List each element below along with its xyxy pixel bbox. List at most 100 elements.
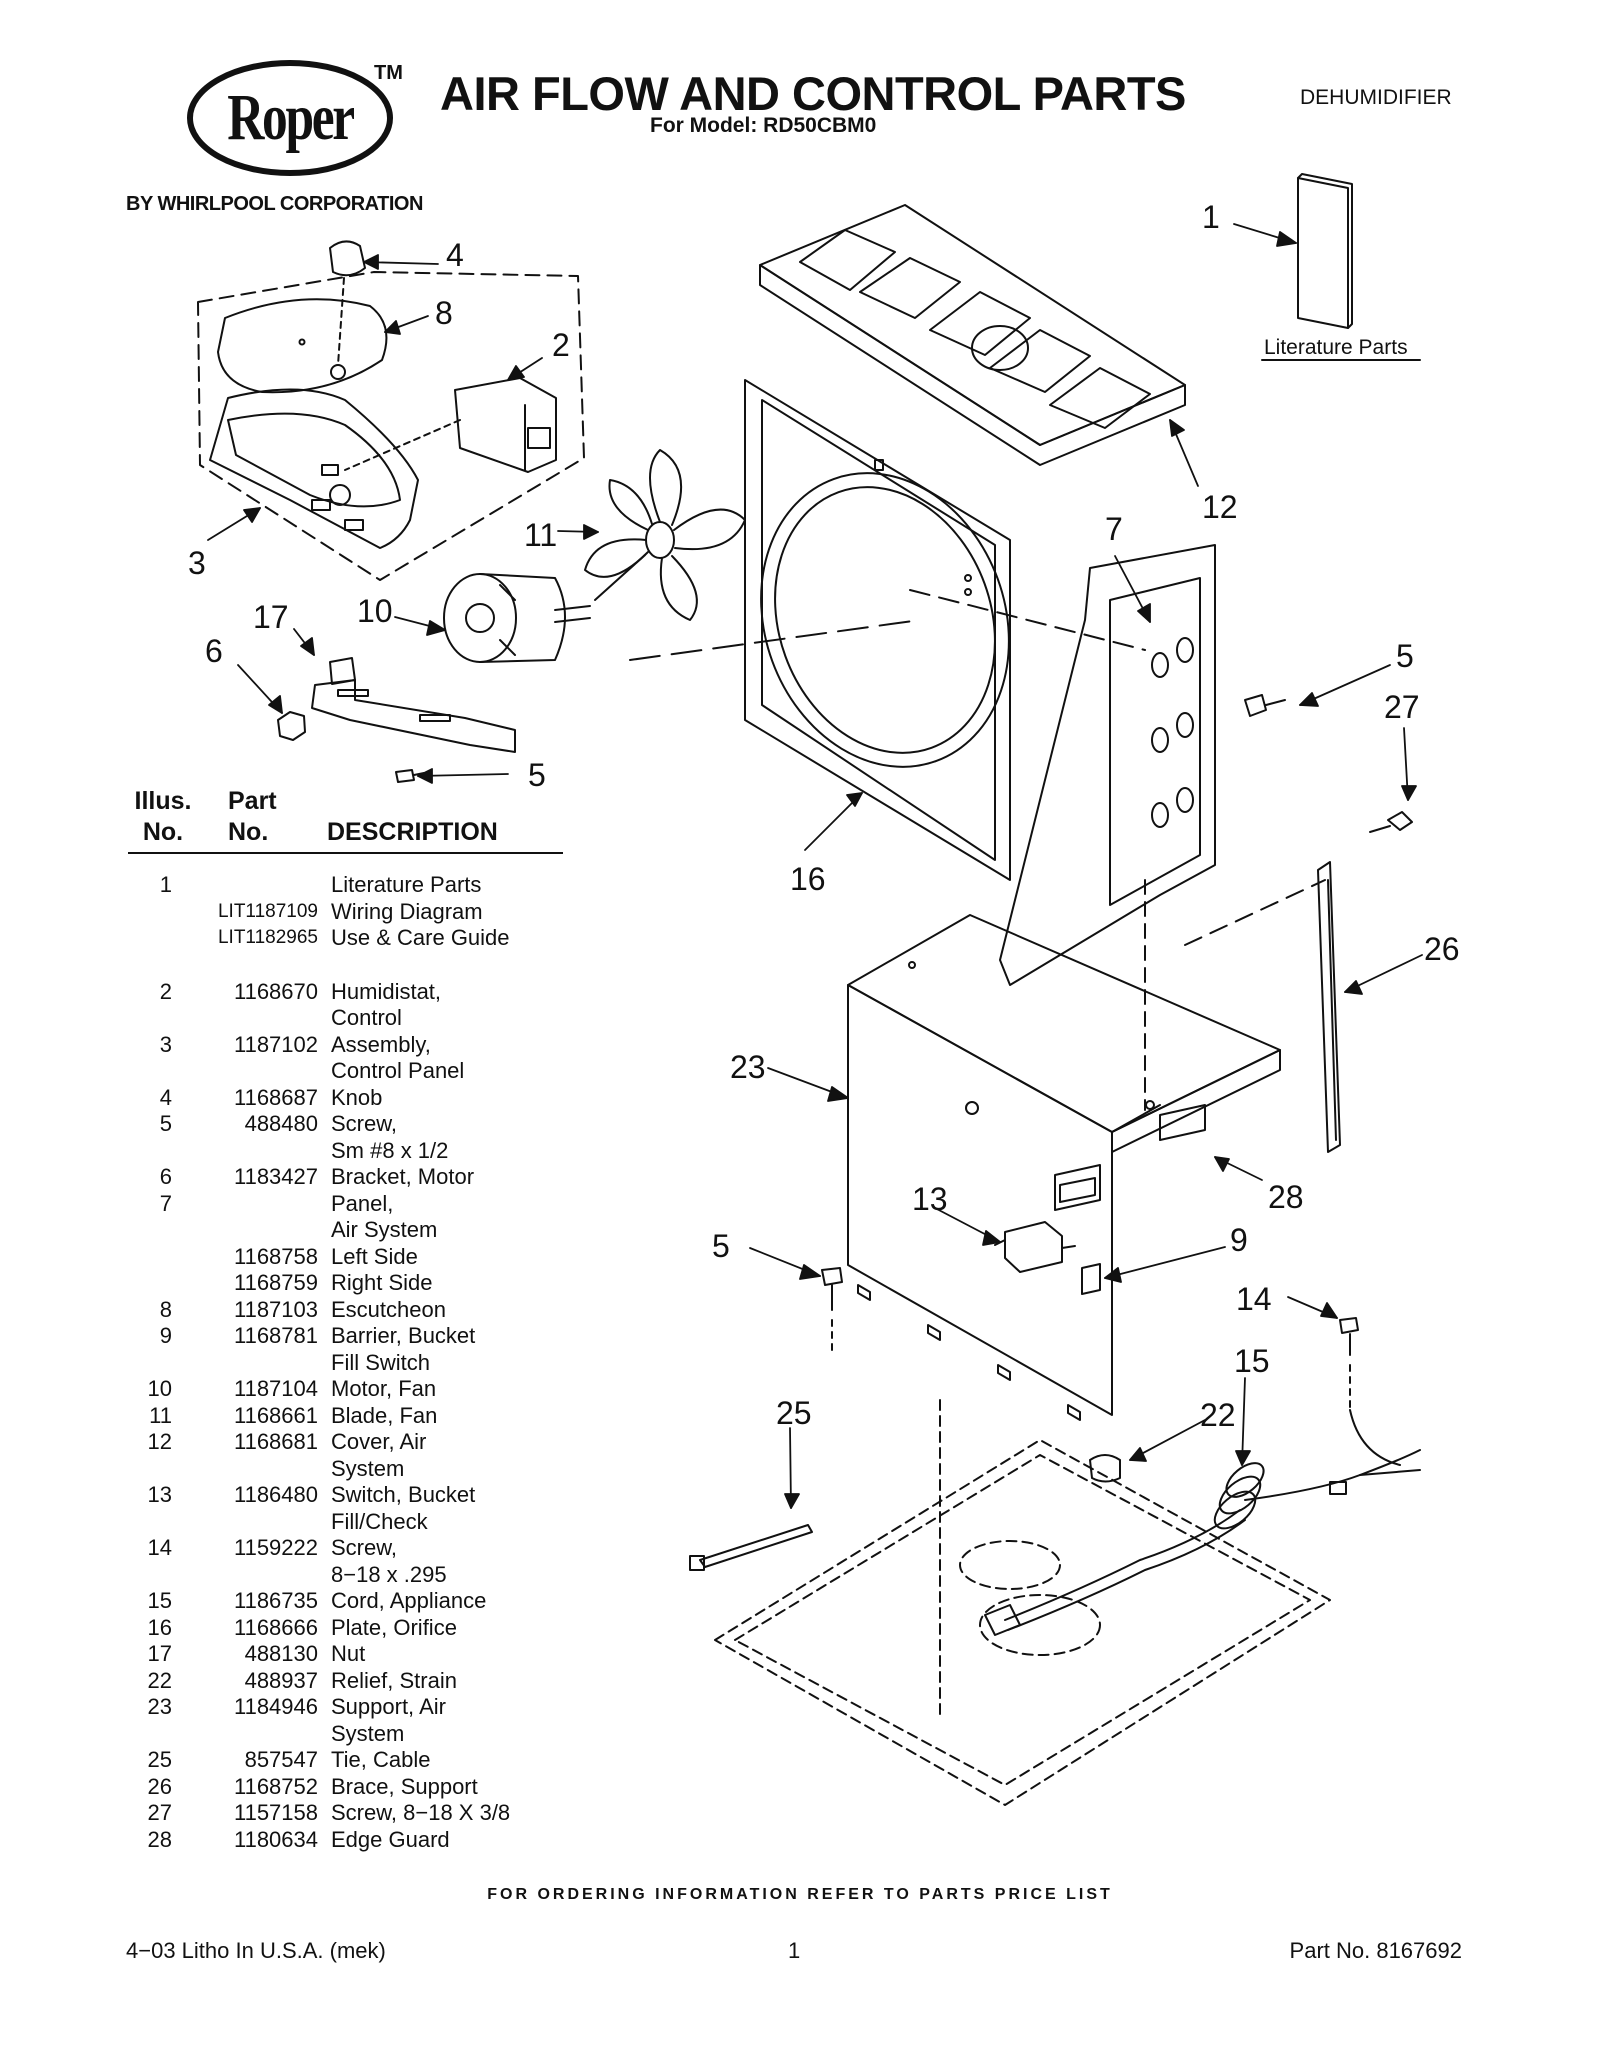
part-number: 1168666 (233, 1614, 318, 1640)
part-description: Plate, Orifice (331, 1614, 457, 1640)
callout-5: 5 (528, 757, 546, 793)
description-header: DESCRIPTION (327, 818, 498, 846)
humidistat-part (454, 377, 557, 473)
callout-6: 6 (205, 633, 223, 669)
part-description: Literature Parts (331, 872, 482, 897)
callout-7: 7 (1105, 511, 1123, 547)
illus-number: 12 (147, 1429, 172, 1454)
part-description: Escutcheon (331, 1296, 446, 1322)
part-number: 1159222 (233, 1535, 318, 1560)
base-pan-outline (714, 1399, 1331, 1806)
air-system-panel-part (909, 544, 1216, 986)
callout-25: 25 (776, 1395, 812, 1431)
part-number: 1168759 (233, 1270, 318, 1295)
orifice-plate-part (744, 379, 1011, 881)
part-number: 488937 (244, 1667, 318, 1693)
illus-number: 28 (147, 1826, 172, 1852)
callout-4: 4 (446, 237, 464, 273)
brace-support-part (1184, 861, 1341, 1153)
part-number: 1187104 (233, 1376, 318, 1401)
table-row: LIT1182965 Use & Care Guide (128, 925, 568, 952)
part-description: Knob (331, 1084, 383, 1110)
callout-2: 2 (552, 327, 570, 363)
model-subtitle: For Model: RD50CBM0 (650, 114, 877, 137)
table-row: Fill Switch (128, 1350, 568, 1377)
bucket-fill-switch-part (994, 1221, 1101, 1295)
illus-number: 27 (147, 1800, 172, 1825)
callout-3: 3 (188, 545, 206, 581)
part-description: Use & Care Guide (331, 925, 510, 950)
header-divider (128, 852, 563, 854)
part-description: Wiring Diagram (331, 898, 483, 924)
page-title: AIR FLOW AND CONTROL PARTS (440, 67, 1186, 120)
illus-number: 2 (159, 978, 172, 1004)
lower-screws-group (821, 1267, 1359, 1411)
table-row: Sm #8 x 1/2 (128, 1138, 568, 1165)
part-description: Nut (331, 1641, 366, 1666)
part-description: Tie, Cable (331, 1747, 431, 1772)
ordering-note: FOR ORDERING INFORMATION REFER TO PARTS … (487, 1886, 1113, 1903)
part-number: 488480 (244, 1111, 318, 1136)
table-row: 5 488480 Screw, (128, 1111, 568, 1138)
callout-1: 1 (1202, 199, 1220, 235)
table-row: 16 1168666 Plate, Orifice (128, 1615, 568, 1642)
illus-number: 1 (159, 872, 172, 897)
part-number: 1186735 (233, 1588, 318, 1613)
table-row: Air System (128, 1217, 568, 1244)
part-number: 1168681 (233, 1429, 318, 1454)
illus-number: 6 (159, 1164, 172, 1189)
part-number: 1187103 (233, 1296, 318, 1322)
part-number: 1168670 (233, 978, 318, 1004)
part-description: Screw, (331, 1535, 398, 1560)
callout-10: 10 (357, 593, 393, 629)
callout-leaders (207, 223, 1423, 1509)
logo-wordmark: Roper (227, 81, 355, 154)
logo-oval (187, 60, 393, 176)
part-description: Cover, Air (331, 1429, 427, 1454)
callout-27: 27 (1384, 689, 1420, 725)
callout-8: 8 (435, 295, 453, 331)
strain-relief-part (1089, 1454, 1121, 1483)
callout-5c: 5 (712, 1228, 730, 1264)
illus-number: 14 (147, 1535, 172, 1560)
part-description: Control Panel (331, 1058, 465, 1083)
part-description: System (331, 1455, 405, 1481)
trademark-mark: TM (374, 62, 403, 84)
document-part-number: Part No. 8167692 (1289, 1938, 1462, 1963)
part-description: Cord, Appliance (331, 1588, 487, 1613)
illus-number: 16 (147, 1614, 172, 1640)
part-description: Blade, Fan (331, 1402, 438, 1428)
air-system-cover-part (759, 204, 1186, 466)
manufacturer-byline: BY WHIRLPOOL CORPORATION (126, 193, 423, 215)
callout-15: 15 (1234, 1343, 1270, 1379)
table-spacer (128, 952, 568, 979)
part-description: Screw, (331, 1111, 398, 1136)
illus-number: 7 (159, 1190, 172, 1216)
fan-blade-part (584, 449, 921, 661)
callout-13: 13 (912, 1181, 948, 1217)
illus-number: 8 (159, 1296, 172, 1322)
callout-numbers: 1 4 8 2 3 11 17 10 6 5 12 7 5 27 16 26 2… (188, 199, 1460, 1433)
part-description: Assembly, (331, 1031, 431, 1057)
part-description: Relief, Strain (331, 1667, 457, 1693)
part-number: LIT1182965 (217, 927, 318, 948)
part-description: Bracket, Motor (331, 1164, 475, 1189)
illus-number: 9 (159, 1323, 172, 1348)
switch-barrier-part (1081, 1263, 1101, 1295)
illus-number: 5 (159, 1111, 172, 1136)
table-row: 12 1168681 Cover, Air (128, 1429, 568, 1456)
part-description: Air System (331, 1217, 438, 1242)
part-number: 857547 (244, 1747, 318, 1772)
callout-26: 26 (1424, 931, 1460, 967)
part-number: 1168687 (233, 1084, 318, 1110)
part-description: 8−18 x .295 (331, 1561, 447, 1587)
callout-11: 11 (524, 517, 557, 553)
